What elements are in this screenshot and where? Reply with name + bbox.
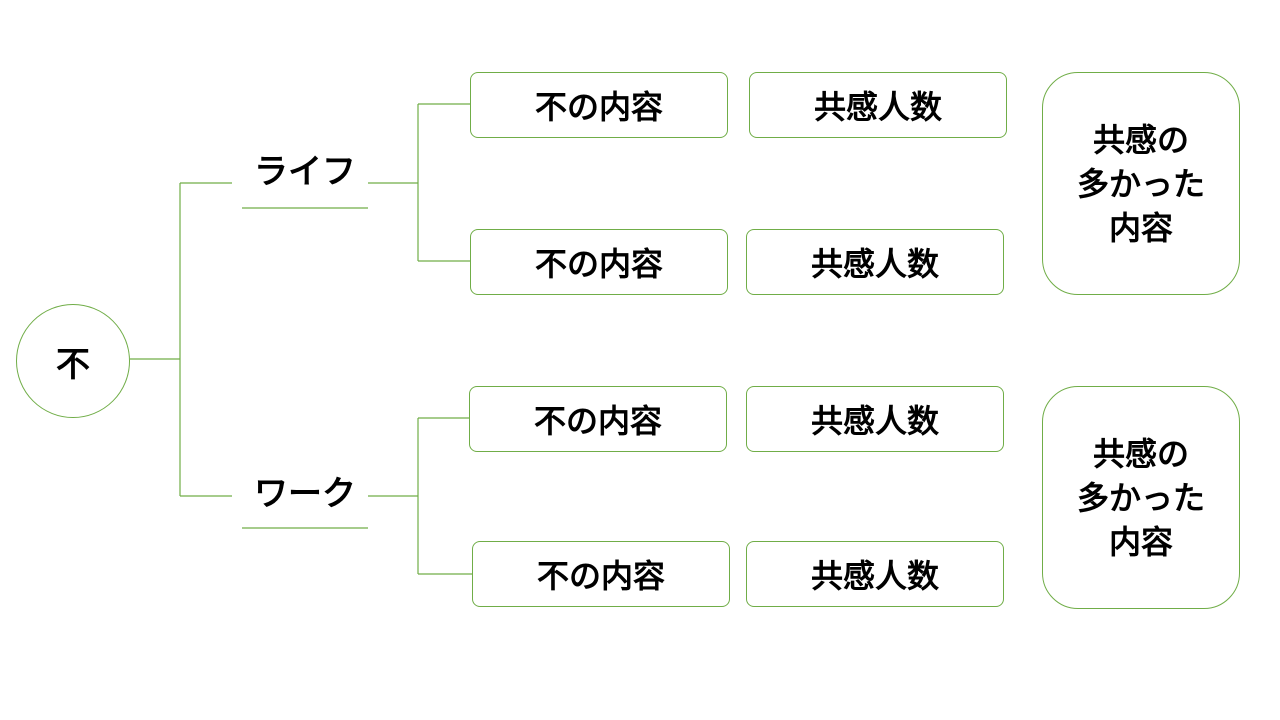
summary-label: 共感の 多かった 内容	[1076, 434, 1205, 561]
root-node: 不	[16, 304, 130, 418]
root-label: 不	[56, 344, 90, 385]
count-label: 共感人数	[810, 245, 939, 283]
content-label: 不の内容	[534, 245, 663, 283]
content-label: 不の内容	[534, 88, 663, 126]
content-label: 不の内容	[533, 402, 662, 440]
summary-label: 共感の 多かった 内容	[1076, 120, 1205, 247]
work-content-box-1: 不の内容	[469, 386, 727, 452]
work-count-box-2: 共感人数	[746, 541, 1004, 607]
work-summary-box: 共感の 多かった 内容	[1042, 386, 1240, 609]
count-label: 共感人数	[810, 557, 939, 595]
count-label: 共感人数	[810, 402, 939, 440]
work-content-box-2: 不の内容	[472, 541, 730, 607]
work-count-box-1: 共感人数	[746, 386, 1004, 452]
life-summary-box: 共感の 多かった 内容	[1042, 72, 1240, 295]
life-count-box-1: 共感人数	[749, 72, 1007, 138]
category-life-label: ライフ	[254, 152, 356, 192]
life-content-box-1: 不の内容	[470, 72, 728, 138]
life-content-box-2: 不の内容	[470, 229, 728, 295]
content-label: 不の内容	[536, 557, 665, 595]
count-label: 共感人数	[813, 88, 942, 126]
life-count-box-2: 共感人数	[746, 229, 1004, 295]
category-work-label: ワーク	[254, 474, 356, 514]
